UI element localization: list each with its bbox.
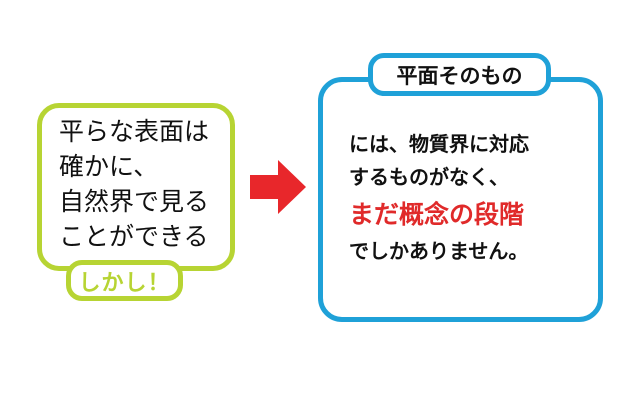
right-text-highlight: まだ概念の段階: [349, 200, 525, 229]
plane-itself-tag: 平面そのもの: [368, 53, 551, 96]
left-panel-text: 平らな表面は 確かに、 自然界で見る ことができる: [59, 114, 234, 254]
left-text-line-4: ことができる: [59, 222, 209, 251]
plane-itself-title: 平面そのもの: [396, 63, 523, 88]
right-arrow-icon: [250, 160, 306, 214]
left-text-line-2: 確かに、: [59, 152, 159, 181]
right-text-line-4: でしかありません。: [349, 239, 529, 263]
left-text-line-1: 平らな表面は: [59, 117, 210, 146]
however-tag-label: しかし！: [78, 270, 171, 296]
left-text-line-3: 自然界で見る: [59, 187, 210, 216]
right-text-line-2: するものがなく、: [349, 165, 509, 189]
however-tag: しかし！: [66, 260, 183, 301]
right-text-line-1: には、物質界に対応: [349, 132, 529, 156]
